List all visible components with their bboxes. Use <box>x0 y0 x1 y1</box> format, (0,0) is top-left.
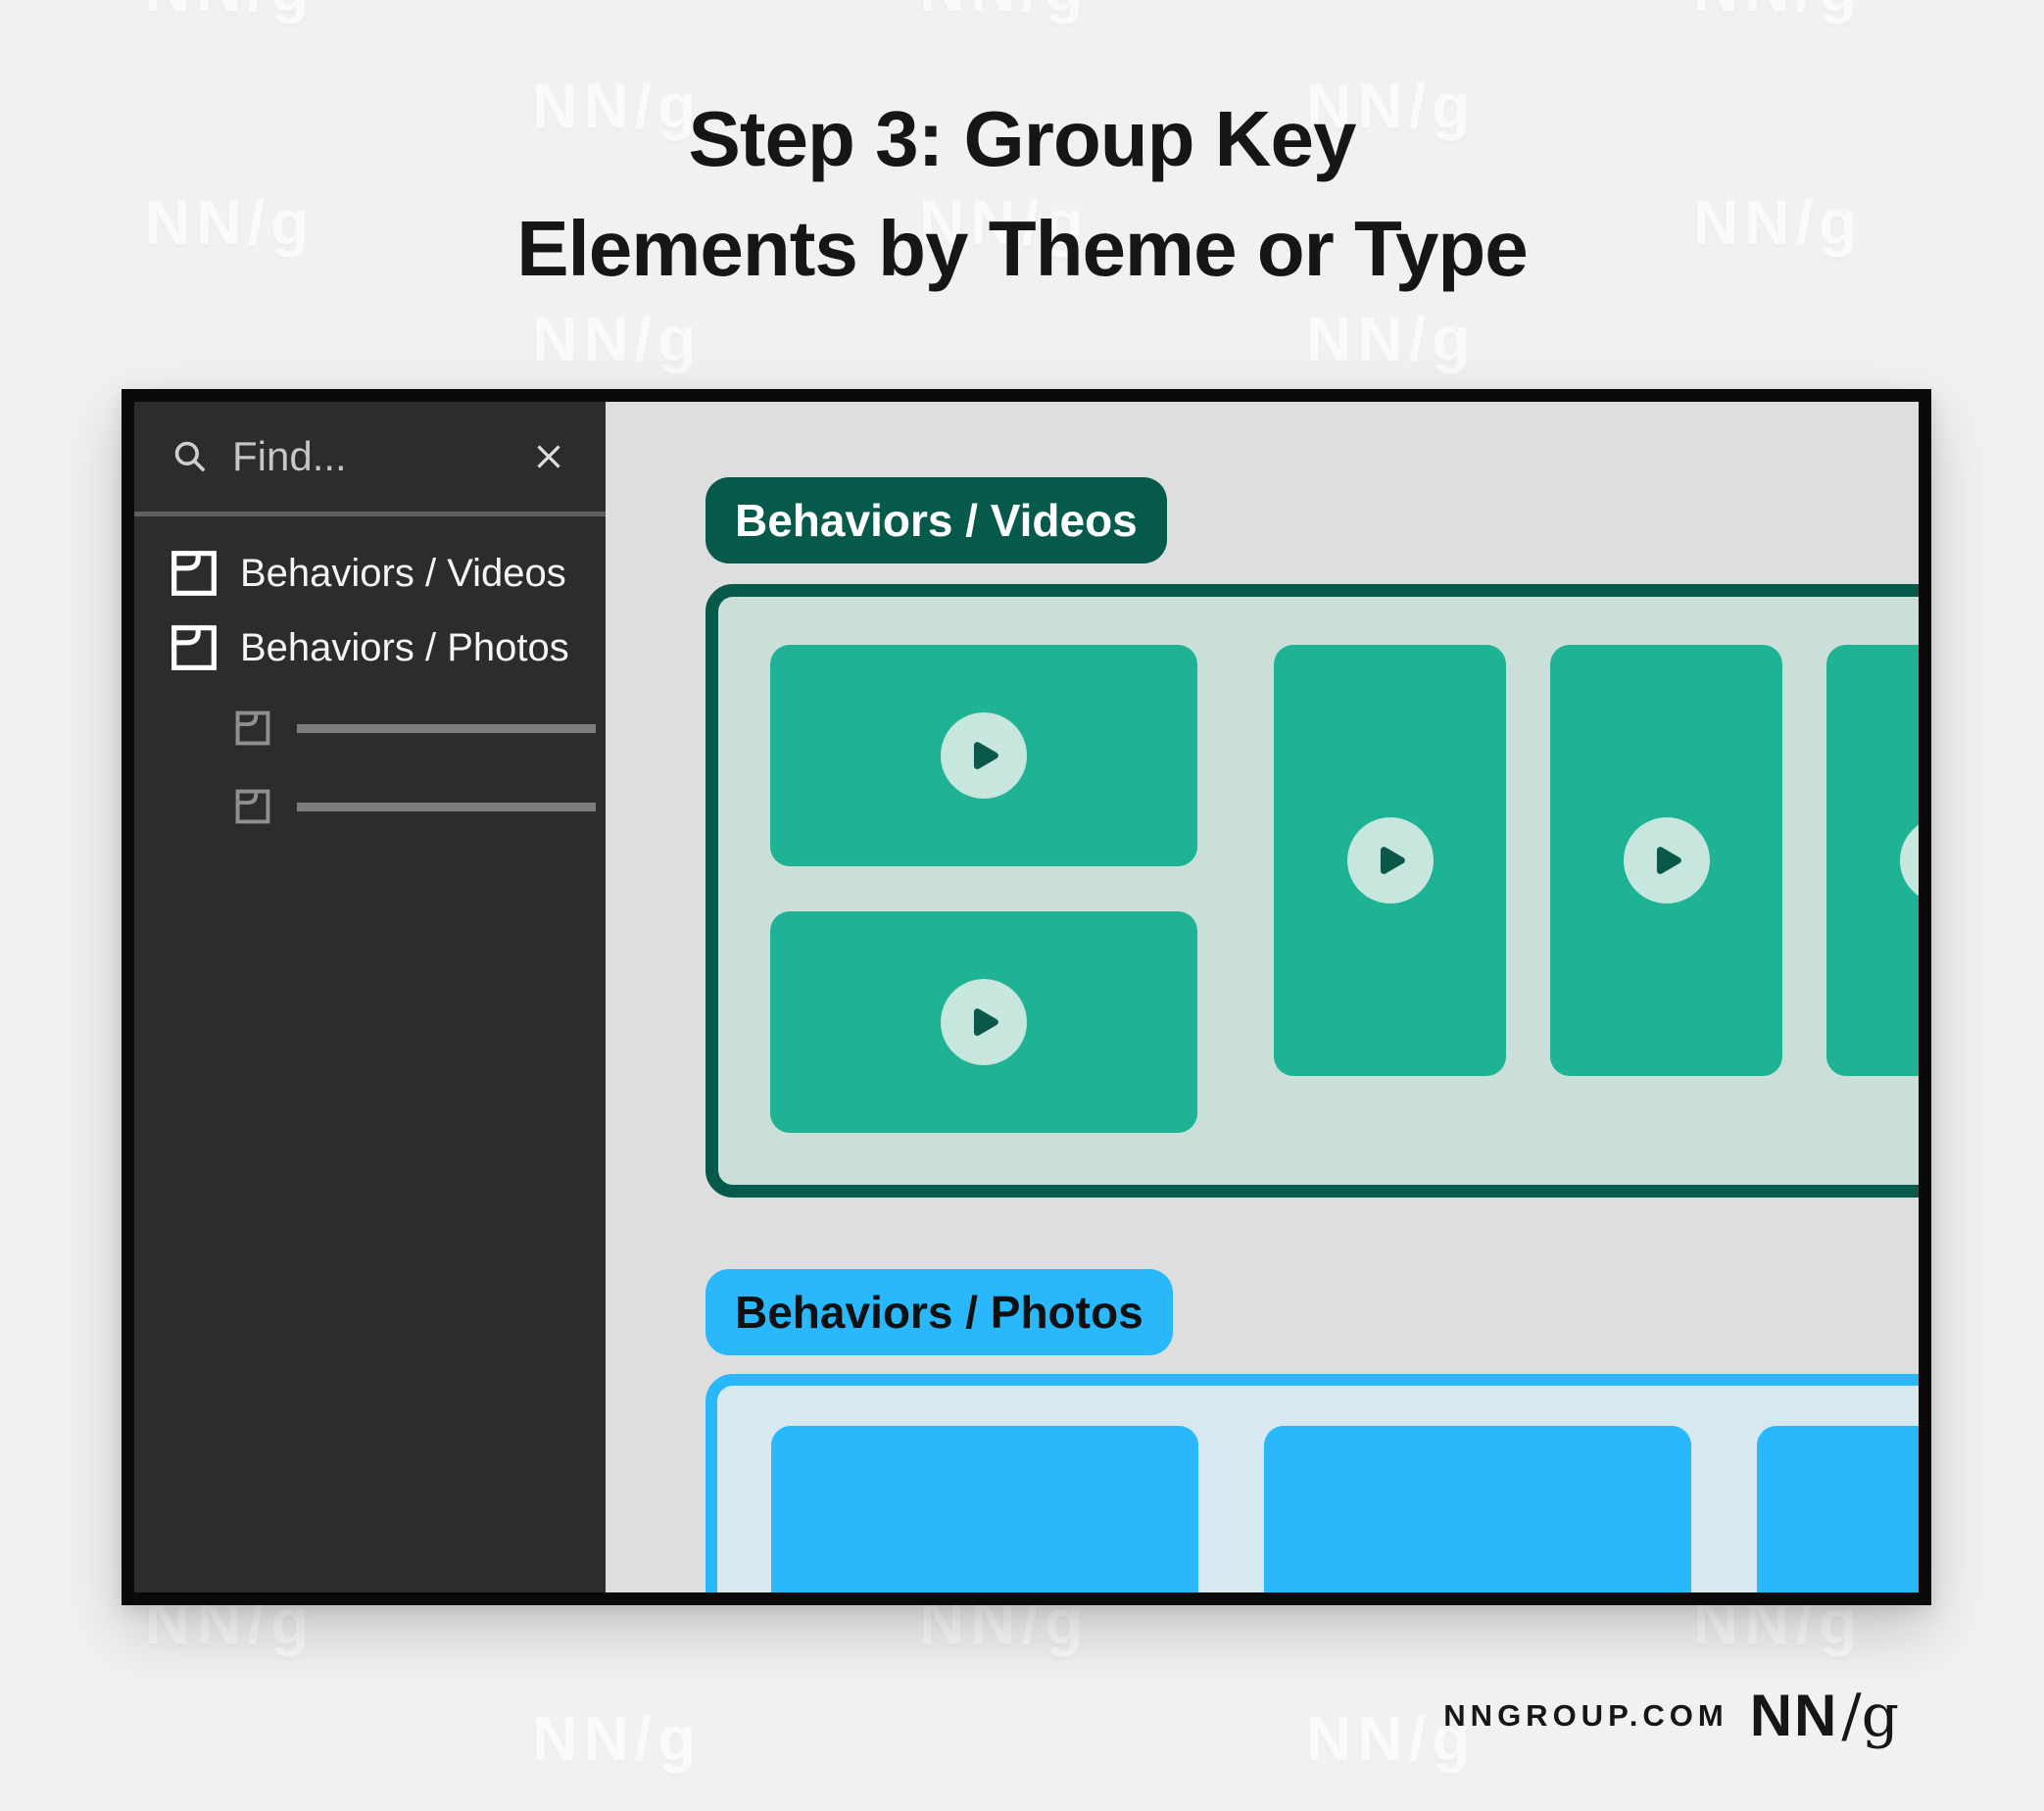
play-triangle-icon <box>1380 847 1405 874</box>
section-badge-videos[interactable]: Behaviors / Videos <box>706 477 1167 563</box>
photo-card-photo[interactable] <box>1757 1426 1919 1592</box>
placeholder-line <box>297 802 596 811</box>
video-card-wide[interactable] <box>770 645 1197 866</box>
sidebar-divider <box>134 512 606 516</box>
sidebar-item-label: Behaviors / Videos <box>240 551 566 595</box>
nng-watermark: NN/g <box>1306 1703 1477 1774</box>
play-button-icon <box>941 712 1027 799</box>
footer: NNGROUP.COM NN /g <box>1443 1682 1899 1750</box>
video-card-portrait[interactable] <box>1274 645 1506 1076</box>
play-triangle-icon <box>973 742 998 769</box>
play-button-icon <box>1899 817 1919 904</box>
sidebar-item-behaviors-photos[interactable]: Behaviors / Photos <box>134 611 606 685</box>
section-icon <box>235 789 270 824</box>
section-container-photos[interactable] <box>706 1374 1919 1592</box>
nng-logo-slash-g: /g <box>1841 1682 1899 1750</box>
page-title-line2: Elements by Theme or Type <box>516 205 1529 292</box>
nng-watermark: NN/g <box>1306 71 1477 141</box>
photo-card-photo[interactable] <box>771 1426 1198 1592</box>
video-card-column <box>770 645 1197 1133</box>
nng-watermark: NN/g <box>532 71 703 141</box>
canvas-content: Behaviors / Videos Behaviors / Photos <box>606 402 1919 1592</box>
layers-list: Behaviors / Videos Behaviors / Photos <box>134 516 606 842</box>
magnifier-icon <box>174 441 206 472</box>
section-badge-photos[interactable]: Behaviors / Photos <box>706 1269 1173 1355</box>
nng-watermark: NN/g <box>1306 304 1477 374</box>
video-card-wide[interactable] <box>770 911 1197 1133</box>
search-row <box>134 402 606 512</box>
nng-watermark: NN/g <box>1693 0 1863 25</box>
close-search-button[interactable] <box>531 439 566 474</box>
app-window: Behaviors / Videos Behaviors / Photos <box>122 389 1931 1605</box>
video-card-portrait[interactable] <box>1550 645 1782 1076</box>
nng-watermark: NN/g <box>145 0 315 25</box>
play-triangle-icon <box>1656 847 1681 874</box>
page-title: Step 3: Group Key Elements by Theme or T… <box>0 84 2044 304</box>
section-container-videos[interactable] <box>706 584 1919 1198</box>
nng-logo-nn: NN <box>1749 1683 1839 1748</box>
sidebar-item-behaviors-videos[interactable]: Behaviors / Videos <box>134 536 606 611</box>
photo-card-photo[interactable] <box>1264 1426 1691 1592</box>
canvas-area: Behaviors / Videos Behaviors / Photos <box>606 402 1919 1592</box>
play-button-icon <box>941 979 1027 1065</box>
footer-site-url: NNGROUP.COM <box>1443 1698 1728 1733</box>
play-triangle-icon <box>973 1008 998 1036</box>
sidebar-subitem-placeholder[interactable] <box>134 771 606 842</box>
nng-watermark: NN/g <box>532 1703 703 1774</box>
nng-watermark: NN/g <box>919 187 1090 258</box>
section-icon <box>171 625 217 670</box>
nng-watermark: NN/g <box>532 304 703 374</box>
nng-watermark: NN/g <box>919 0 1089 25</box>
play-button-icon <box>1346 817 1434 904</box>
section-icon <box>171 551 217 596</box>
nng-watermark: NN/g <box>1693 187 1864 258</box>
x-icon <box>537 445 560 468</box>
search-input[interactable] <box>232 433 508 480</box>
nng-logo: NN /g <box>1750 1682 1899 1750</box>
video-card-portrait[interactable] <box>1826 645 1919 1076</box>
page-title-line1: Step 3: Group Key <box>688 95 1357 182</box>
play-button-icon <box>1623 817 1710 904</box>
section-icon <box>235 710 270 746</box>
sidebar-item-label: Behaviors / Photos <box>240 625 569 669</box>
layers-sidebar: Behaviors / Videos Behaviors / Photos <box>134 402 606 1592</box>
placeholder-line <box>297 723 596 733</box>
nng-watermark: NN/g <box>145 187 316 258</box>
sidebar-subitem-placeholder[interactable] <box>134 693 606 763</box>
